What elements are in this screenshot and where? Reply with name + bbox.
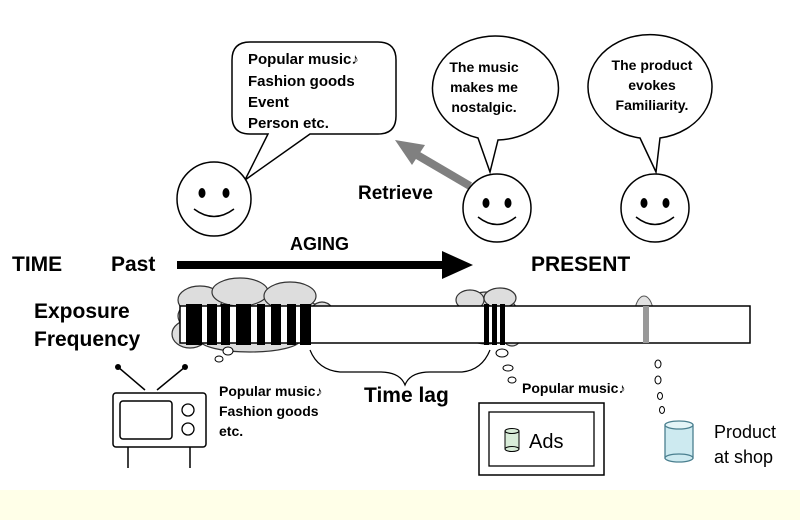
exposure-mark-product xyxy=(643,306,649,343)
bubble-familiarity-line-2: evokes xyxy=(628,77,676,93)
exposure-stripes-past xyxy=(186,304,311,345)
bubble-past-line-1: Popular music♪ xyxy=(248,51,359,68)
smiley-face-icon xyxy=(620,173,690,243)
bubble-past-line-3: Event xyxy=(248,94,289,111)
frequency-label: Frequency xyxy=(34,328,141,351)
footer-band xyxy=(0,490,800,520)
time-label: TIME xyxy=(12,253,62,276)
bubble-past-line-4: Person etc. xyxy=(248,115,329,132)
ads-label: Ads xyxy=(529,431,563,453)
exposure-label: Exposure xyxy=(34,300,130,323)
bubble-nostalgic-line-2: makes me xyxy=(450,79,518,95)
bubble-nostalgic: The music makes me nostalgic. xyxy=(431,35,560,175)
can-icon xyxy=(504,428,520,452)
present-label: PRESENT xyxy=(531,253,630,276)
tv-exposure-line-3: etc. xyxy=(219,423,243,439)
tv-icon xyxy=(112,364,207,468)
aging-arrow xyxy=(177,251,473,279)
retrieve-label: Retrieve xyxy=(358,183,433,204)
bubble-nostalgic-line-3: nostalgic. xyxy=(451,99,516,115)
aging-label: AGING xyxy=(290,234,349,254)
bubble-nostalgic-line-1: The music xyxy=(449,59,518,75)
bubble-familiarity-line-3: Familiarity. xyxy=(616,97,689,113)
exposure-bar xyxy=(179,305,751,344)
thought-dots-ads xyxy=(495,348,517,384)
time-lag-brace xyxy=(309,349,491,387)
can-icon xyxy=(664,420,694,463)
monitor-icon xyxy=(478,402,605,476)
bubble-past-memory: Popular music♪ Fashion goods Event Perso… xyxy=(231,41,397,181)
thought-dots-product xyxy=(654,359,665,414)
ads-exposure-label: Popular music♪ xyxy=(522,380,625,396)
smiley-face-icon xyxy=(462,173,532,243)
past-label: Past xyxy=(111,253,155,276)
bubble-familiarity: The product evokes Familiarity. xyxy=(587,34,713,175)
exposure-stripes-ads xyxy=(484,304,505,345)
thought-dots-tv xyxy=(214,346,234,363)
time-lag-label: Time lag xyxy=(364,384,449,407)
tv-exposure-line-1: Popular music♪ xyxy=(219,383,322,399)
retrieve-arrow xyxy=(395,140,473,190)
bubble-familiarity-line-1: The product xyxy=(612,57,693,73)
bubble-past-line-2: Fashion goods xyxy=(248,73,355,90)
product-label-line-1: Product xyxy=(714,422,776,442)
tv-exposure-line-2: Fashion goods xyxy=(219,403,319,419)
product-label-line-2: at shop xyxy=(714,447,773,467)
smiley-face-icon xyxy=(176,161,252,237)
